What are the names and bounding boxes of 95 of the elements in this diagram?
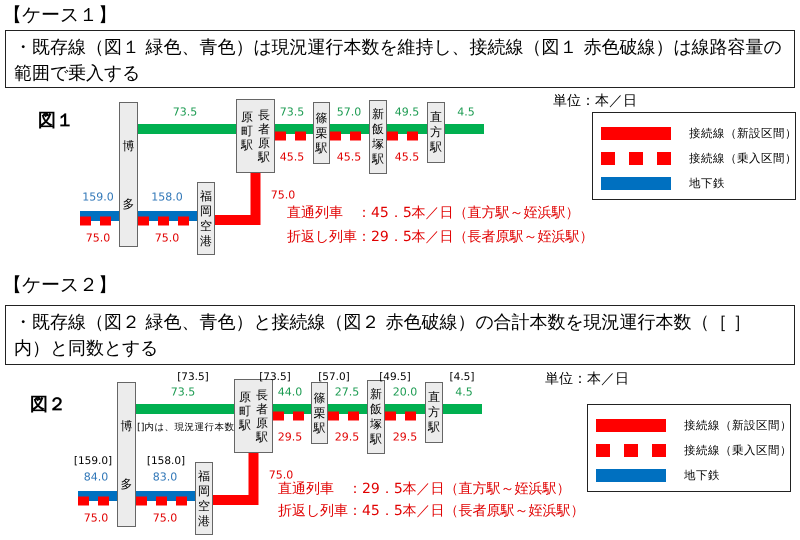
edge-label: 4.5 xyxy=(455,386,473,398)
station-box xyxy=(117,382,136,527)
station-box xyxy=(236,99,275,173)
station-name: 原町駅 xyxy=(241,110,253,152)
current-value: [73.5] xyxy=(259,371,291,383)
station-box xyxy=(119,102,138,247)
edge-label: 73.5 xyxy=(172,106,198,118)
edge-label: 75.0 xyxy=(84,512,108,524)
station-box xyxy=(197,182,215,255)
edge-label: 73.5 xyxy=(170,386,196,398)
track-line xyxy=(138,211,197,221)
current-value: [73.5] xyxy=(177,371,209,383)
edge-label: 44.0 xyxy=(278,386,302,398)
legend-text: 接続線（乗入区間） xyxy=(689,151,797,166)
edge-label: 75.0 xyxy=(270,188,296,202)
track-line xyxy=(275,124,313,134)
track-line xyxy=(213,453,258,505)
track-line xyxy=(80,211,119,221)
station-box xyxy=(369,100,387,174)
station-name: 博多 xyxy=(122,138,134,212)
track-line xyxy=(273,404,311,414)
statement-text: ・既存線（図１ 緑色、青色）は現況運行本数を維持し、接続線（図１ 赤色破線）は線路容量の範囲で乗入する xyxy=(14,37,782,84)
edge-label: 75.0 xyxy=(268,468,294,482)
station-name: 福岡空港 xyxy=(200,188,212,248)
figure-label: 図２ xyxy=(30,393,66,416)
station-name: 新飯塚駅 xyxy=(372,107,384,167)
edge-label: 29.5 xyxy=(334,430,360,444)
edge-label: 45.5 xyxy=(336,150,362,164)
station-name: 篠栗駅 xyxy=(314,390,326,436)
station-box xyxy=(195,462,213,535)
station-name: 長者原駅 xyxy=(256,388,268,444)
edge-label: 4.5 xyxy=(457,106,475,118)
train-note: 折返し列車：29．5本／日（長者原駅～姪浜駅） xyxy=(287,228,594,246)
unit-note: 単位：本／日 xyxy=(545,370,629,388)
track-line xyxy=(138,124,236,134)
station-name: 博多 xyxy=(120,418,132,492)
edge-label: 49.5 xyxy=(394,106,420,118)
train-note: 直通列車 ：45．5本／日（直方駅～姪浜駅） xyxy=(287,204,580,222)
station-name: 新飯塚駅 xyxy=(370,387,382,447)
statement-text: ・既存線（図２ 緑色、青色）と接続線（図２ 赤色破線）の合計本数を現況運行本数（［ ］内）と同数とする xyxy=(14,312,752,359)
station-name: 篠栗駅 xyxy=(316,110,328,156)
station-box xyxy=(313,102,330,164)
track-line xyxy=(445,124,484,134)
edge-label: 75.0 xyxy=(86,232,110,244)
legend-text: 接続線（新設区間） xyxy=(689,126,797,141)
edge-label: 29.5 xyxy=(278,430,302,444)
edge-label: 159.0 xyxy=(82,190,114,204)
track-line xyxy=(215,173,260,225)
track-line xyxy=(443,404,482,414)
edge-label: 75.0 xyxy=(154,232,180,244)
edge-label: 57.0 xyxy=(336,106,362,118)
train-note: 折返し列車：45．5本／日（長者原駅～姪浜駅） xyxy=(278,502,585,520)
station-name: 原町駅 xyxy=(239,390,251,432)
edge-label: 20.0 xyxy=(392,386,418,398)
figure-label: 図１ xyxy=(38,109,74,132)
track-line xyxy=(78,491,117,501)
track-line xyxy=(387,124,427,134)
case-heading: 【ケース１】 xyxy=(3,3,117,28)
current-value: [4.5] xyxy=(450,371,474,383)
track-line xyxy=(385,404,425,414)
station-box xyxy=(367,380,385,454)
edge-label: 83.0 xyxy=(152,470,178,484)
edge-label: 45.5 xyxy=(394,150,420,164)
legend-text: 接続線（乗入区間） xyxy=(684,443,792,458)
current-value: [57.0] xyxy=(318,371,350,383)
edge-label: 27.5 xyxy=(334,386,360,398)
statement-box xyxy=(5,305,795,365)
edge-label: 29.5 xyxy=(392,430,418,444)
station-name: 長者原駅 xyxy=(258,108,270,164)
station-name: 福岡空港 xyxy=(198,468,210,528)
station-box xyxy=(425,382,443,443)
track-line xyxy=(136,404,234,414)
edge-label: 45.5 xyxy=(280,150,304,164)
legend-text: 地下鉄 xyxy=(689,176,725,191)
edge-label: 73.5 xyxy=(280,106,304,118)
track-line xyxy=(136,491,195,501)
train-note: 直通列車 ：29．5本／日（直方駅～姪浜駅） xyxy=(278,480,571,498)
station-name: 直方駅 xyxy=(428,390,440,435)
station-box xyxy=(427,102,445,163)
legend-text: 接続線（新設区間） xyxy=(684,418,792,433)
statement-box xyxy=(5,30,795,88)
current-value: [159.0] xyxy=(74,455,112,467)
track-line xyxy=(330,124,369,134)
station-name: 直方駅 xyxy=(430,110,442,155)
edge-label: 158.0 xyxy=(151,190,183,204)
current-value: [158.0] xyxy=(146,455,186,467)
edge-label: 75.0 xyxy=(152,512,178,524)
legend-text: 地下鉄 xyxy=(684,468,720,483)
bracket-note: []内は、現況運行本数 xyxy=(137,421,234,434)
current-value: [49.5] xyxy=(379,371,411,383)
unit-note: 単位：本／日 xyxy=(553,92,637,110)
station-box xyxy=(311,382,328,444)
edge-label: 84.0 xyxy=(84,470,108,484)
track-line xyxy=(328,404,367,414)
case-heading: 【ケース２】 xyxy=(3,273,117,298)
